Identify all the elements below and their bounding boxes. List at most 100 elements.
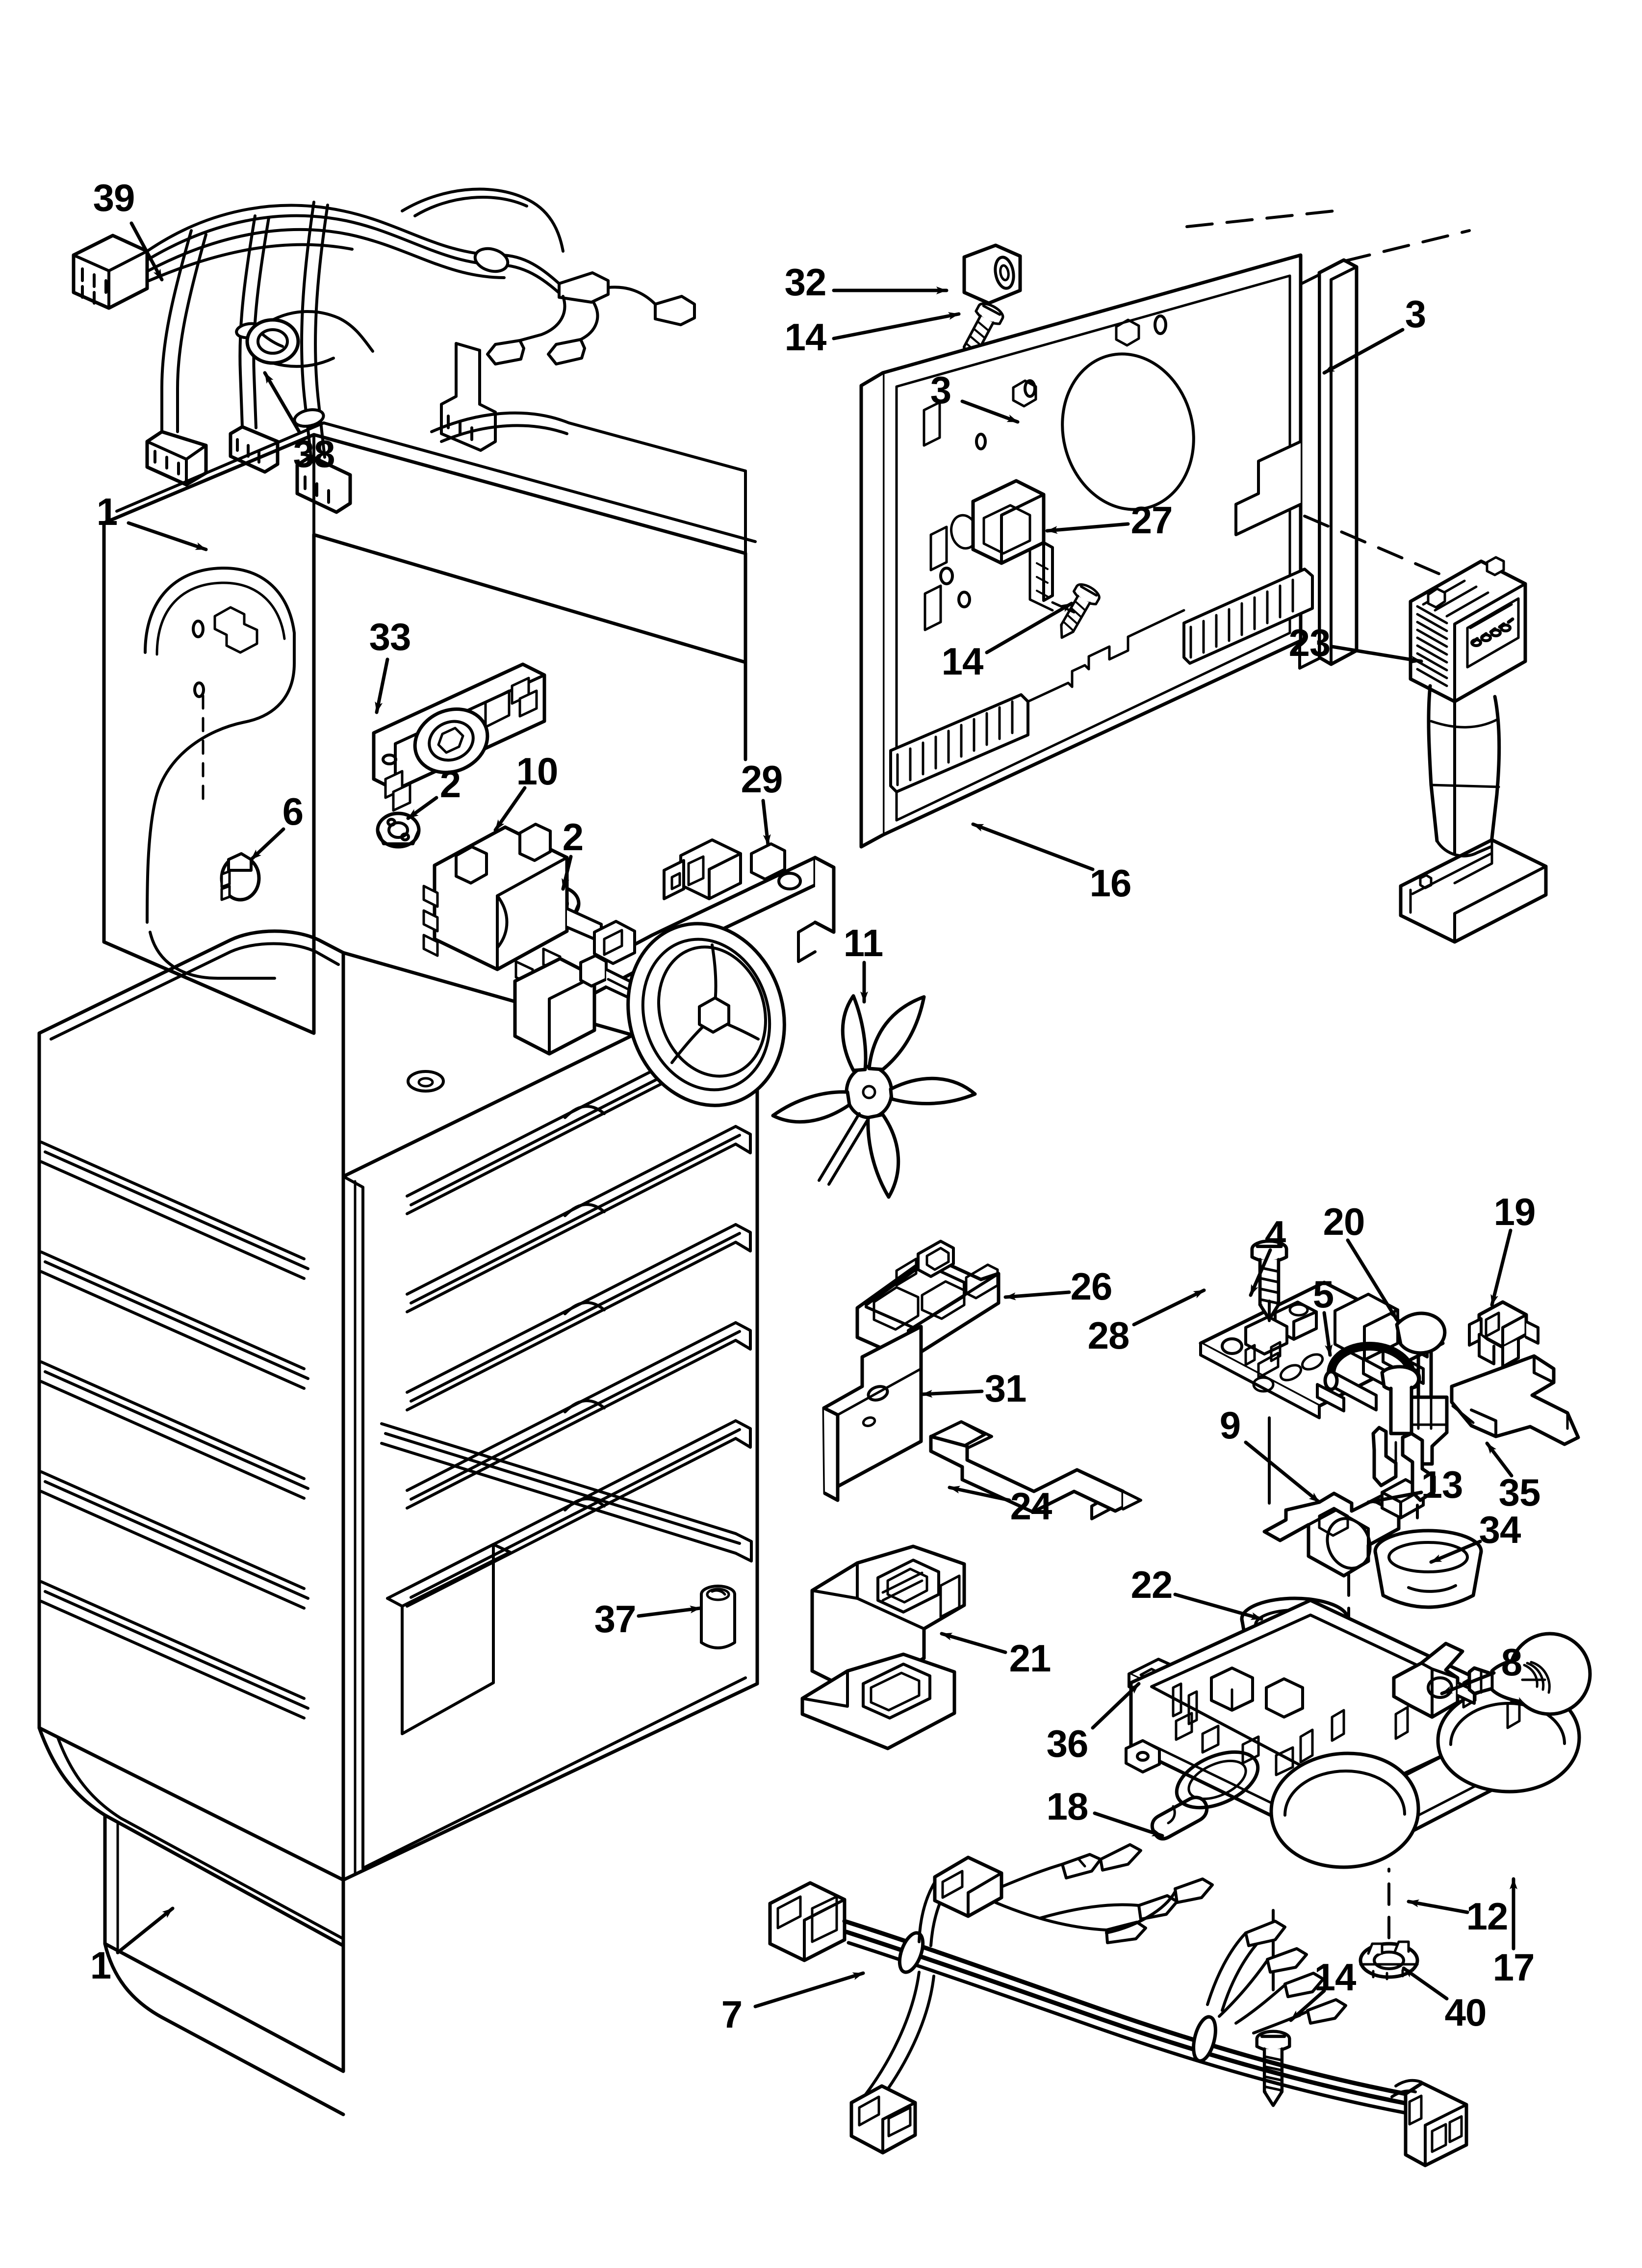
leader-line-screw: [985, 601, 1074, 654]
thermistor-holder-art: [1371, 1365, 1436, 1502]
callout-trim-breaker-strip: 3: [1405, 292, 1426, 336]
callout-bullet-plug: 18: [1046, 1785, 1089, 1828]
callout-cabinet-liner: 1: [96, 490, 118, 533]
callout-wire-harness-upper: 39: [93, 176, 135, 219]
leader-line-electronic-control-board: [1132, 1288, 1206, 1327]
fan-shroud-art: [513, 838, 836, 1107]
leader-line-evaporator-fan-motor: [493, 786, 527, 832]
callout-fan-shroud: 29: [741, 757, 783, 801]
evaporator-fan-motor-art: [422, 823, 631, 987]
callout-screw: 14: [1314, 1955, 1357, 1999]
callout-drain-pan-foam: 21: [1009, 1637, 1052, 1680]
wire-connector-block-art: [1468, 1300, 1539, 1368]
callout-cabinet-liner: 1: [90, 1944, 111, 1987]
insulation-baffle-art: [822, 1325, 923, 1502]
leader-line-bracket-clip: [1045, 522, 1130, 534]
callout-grommet-ring: 34: [1479, 1508, 1521, 1551]
callout-damper-lever: 20: [1323, 1200, 1365, 1243]
leader-line-drain-pan-foam: [940, 1632, 1007, 1654]
hole-plug-art: [220, 852, 261, 902]
callout-insulation-baffle: 31: [984, 1367, 1027, 1410]
callout-retaining-clip: 5: [1312, 1273, 1334, 1316]
grommet-ring-34-art: [1373, 1529, 1483, 1609]
leader-line-screw: [1289, 1989, 1326, 2022]
spacer-bushing-art: [962, 243, 1022, 305]
callout-light-housing: 12: [1466, 1895, 1509, 1938]
callout-harness-grommet: 38: [293, 432, 335, 475]
electronic-control-board-art: [1199, 1280, 1445, 1419]
callout-mounting-bracket: 9: [1219, 1404, 1241, 1447]
damper-linkage-rod-art: [1450, 1354, 1580, 1446]
wire-harness-upper-art: [72, 187, 696, 514]
leader-line-wire-harness-lower: [753, 1971, 865, 2008]
lamp-socket-art: [1392, 1642, 1476, 1719]
leader-line-drain-trough-cover: [1003, 1290, 1071, 1301]
callout-drain-trough-cover: 26: [1070, 1265, 1113, 1308]
drain-pan-foam-art: [800, 1544, 966, 1750]
leader-line-fan-motor-mount: [375, 657, 389, 714]
leader-line-grommet-ring: [1173, 1592, 1263, 1621]
leader-line-motor-grommet: [406, 796, 438, 820]
leader-line-hole-plug: [249, 827, 285, 861]
callout-shelf-support-plug: 37: [594, 1597, 637, 1641]
callout-damper-linkage-rod: 35: [1498, 1471, 1541, 1514]
fan-blade-art: [771, 994, 977, 1199]
callout-electronic-control-board: 28: [1087, 1314, 1130, 1357]
callout-fan-motor-mount: 33: [369, 615, 411, 658]
leader-line-wire-harness-upper: [129, 221, 164, 282]
leader-line-screw: [832, 312, 961, 340]
leader-line-foam-block-insert: [1091, 1682, 1141, 1730]
callout-grommet-ring: 22: [1130, 1563, 1173, 1606]
wire-harness-lower-art: [768, 1843, 1468, 2167]
bracket-clip-art: [971, 479, 1054, 612]
leader-line-push-nut-retainer: [1402, 1966, 1449, 2001]
callout-evaporator-fan-motor: 10: [516, 750, 559, 793]
leader-line-damper-lever: [1346, 1238, 1399, 1322]
motor-grommet-a-art: [376, 811, 421, 849]
leader-line-shelf-support-plug: [637, 1605, 702, 1618]
leader-line-insulation-baffle: [920, 1389, 984, 1398]
fan-motor-mount-art: [372, 662, 546, 812]
leader-line-fan-shroud: [761, 799, 771, 847]
leader-line-mounting-bracket: [1244, 1440, 1321, 1504]
shelf-support-plug-art: [700, 1585, 736, 1649]
leader-line-grommet-ring: [1429, 1539, 1482, 1564]
callout-light-bulb: 17: [1492, 1946, 1535, 1989]
callout-motor-grommet: 2: [439, 762, 461, 806]
air-duct-diffuser-art: [1399, 556, 1548, 944]
callout-wire-harness-lower: 7: [721, 1993, 743, 2036]
leader-line-cabinet-liner: [127, 521, 208, 551]
callout-mounting-screw: 4: [1264, 1213, 1286, 1256]
leader-line-motor-grommet: [561, 855, 573, 891]
callout-screw: 14: [941, 640, 984, 683]
callout-drain-tube-support: 24: [1010, 1485, 1052, 1528]
callout-motor-grommet: 2: [562, 815, 584, 859]
callout-wire-connector-block: 19: [1493, 1190, 1536, 1233]
leader-line-damper-linkage-rod: [1485, 1441, 1514, 1478]
leader-line-thermistor-holder: [1366, 1490, 1423, 1505]
leader-line-trim-breaker-strip: [960, 399, 1020, 424]
callout-trim-breaker-strip: 3: [930, 368, 951, 412]
rear-panel-cover-art: [859, 253, 1314, 849]
callout-rear-panel-cover: 16: [1089, 861, 1132, 905]
leader-line-bullet-plug: [1093, 1811, 1164, 1838]
leader-line-drain-tube-support: [948, 1486, 1011, 1502]
callout-foam-block-insert: 36: [1046, 1722, 1089, 1765]
leader-line-wire-connector-block: [1490, 1228, 1513, 1307]
leader-line-harness-grommet: [263, 371, 301, 434]
leader-line-lamp-socket: [1440, 1671, 1496, 1695]
leader-line-retaining-clip: [1322, 1311, 1333, 1357]
callout-lamp-socket: 8: [1501, 1641, 1522, 1684]
callout-hole-plug: 6: [282, 790, 304, 833]
callout-bracket-clip: 27: [1130, 498, 1173, 542]
callout-air-duct-diffuser: 23: [1288, 621, 1331, 664]
leader-line-air-duct-diffuser: [1330, 645, 1423, 664]
callout-fan-blade: 11: [843, 921, 883, 965]
cabinet-liner-art: [37, 411, 759, 2116]
drain-tube-support-art: [929, 1420, 1142, 1520]
leader-line-mounting-screw: [1249, 1248, 1272, 1297]
callout-push-nut-retainer: 40: [1444, 1991, 1487, 2034]
callout-spacer-bushing: 32: [784, 261, 827, 304]
